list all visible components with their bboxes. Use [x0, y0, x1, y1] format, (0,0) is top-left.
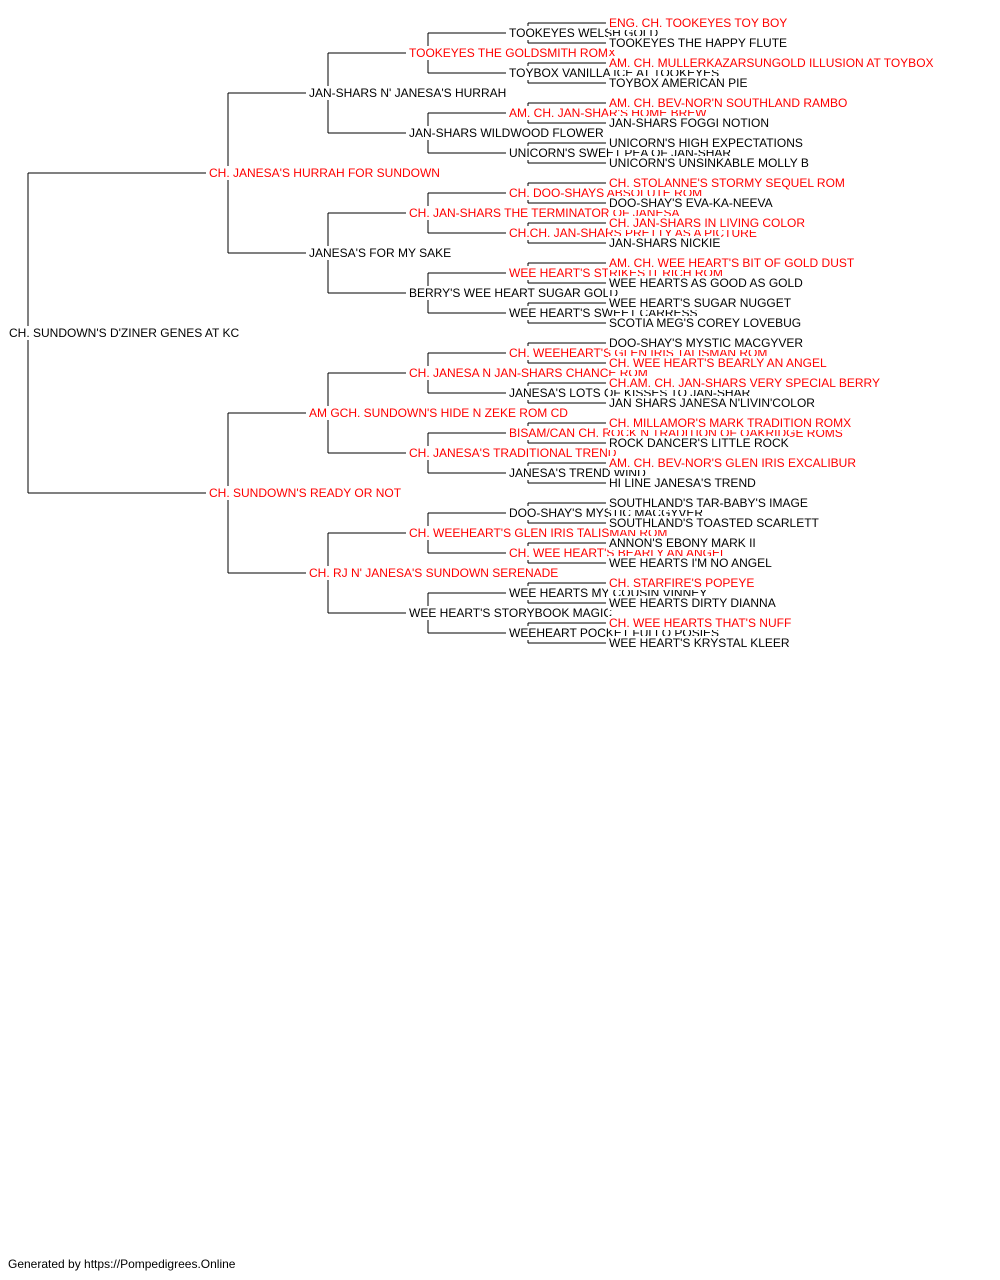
- pedigree-entry-dam-dam-sire-dam-dam: WEE HEARTS I'M NO ANGEL: [608, 556, 773, 570]
- pedigree-entry-sire-sire-sire-sire-sire: ENG. CH. TOOKEYES TOY BOY: [608, 16, 789, 30]
- pedigree-entry-sire-dam-dam: BERRY'S WEE HEART SUGAR GOLD: [408, 286, 620, 300]
- pedigree-entry-dam: CH. SUNDOWN'S READY OR NOT: [208, 486, 403, 500]
- pedigree-entry-sire-sire: JAN-SHARS N' JANESA'S HURRAH: [308, 86, 508, 100]
- pedigree-entry-dam-dam-sire: CH. WEEHEART'S GLEN IRIS TALISMAN ROM: [408, 526, 669, 540]
- pedigree-entry-dam-dam-dam-sire-sire: CH. STARFIRE'S POPEYE: [608, 576, 756, 590]
- pedigree-entry-dam-dam-dam-dam-dam: WEE HEART'S KRYSTAL KLEER: [608, 636, 791, 650]
- pedigree-entry-dam-dam-dam: WEE HEART'S STORYBOOK MAGIC: [408, 606, 613, 620]
- pedigree-entry-sire-dam-sire-sire-dam: DOO-SHAY'S EVA-KA-NEEVA: [608, 196, 774, 210]
- pedigree-entry-sire-sire-dam-sire-dam: JAN-SHARS FOGGI NOTION: [608, 116, 771, 130]
- pedigree-entry-dam-sire-dam: CH. JANESA'S TRADITIONAL TREND: [408, 446, 618, 460]
- pedigree-entry-dam-dam-sire-dam-sire: ANNON'S EBONY MARK II: [608, 536, 757, 550]
- pedigree-entry-sire-dam-dam-dam-sire: WEE HEART'S SUGAR NUGGET: [608, 296, 793, 310]
- pedigree-entry-dam-sire-sire-dam-dam: JAN SHARS JANESA N'LIVIN'COLOR: [608, 396, 816, 410]
- pedigree-entry-sire-dam-dam-sire-dam: WEE HEARTS AS GOOD AS GOLD: [608, 276, 804, 290]
- pedigree-entry-sire-sire-sire-dam-dam: TOYBOX AMERICAN PIE: [608, 76, 749, 90]
- pedigree-entry-dam-dam-sire-sire-dam: SOUTHLAND'S TOASTED SCARLETT: [608, 516, 820, 530]
- pedigree-entry-subject: CH. SUNDOWN'S D'ZINER GENES AT KC: [8, 326, 241, 340]
- pedigree-entry-dam-sire: AM GCH. SUNDOWN'S HIDE N ZEKE ROM CD: [308, 406, 569, 420]
- pedigree-entry-dam-sire-dam-sire-dam: ROCK DANCER'S LITTLE ROCK: [608, 436, 790, 450]
- pedigree-entry-sire-dam-sire-sire-sire: CH. STOLANNE'S STORMY SEQUEL ROM: [608, 176, 846, 190]
- pedigree-entry-dam-dam-dam-dam-sire: CH. WEE HEARTS THAT'S NUFF: [608, 616, 793, 630]
- pedigree-entry-sire-sire-sire-dam-sire: AM. CH. MULLERKAZARSUNGOLD ILLUSION AT T…: [608, 56, 935, 70]
- pedigree-entry-dam-dam-sire-sire-sire: SOUTHLAND'S TAR-BABY'S IMAGE: [608, 496, 809, 510]
- pedigree-entry-sire-dam-dam-dam-dam: SCOTIA MEG'S COREY LOVEBUG: [608, 316, 803, 330]
- pedigree-entry-dam-sire-sire-sire-dam: CH. WEE HEART'S BEARLY AN ANGEL: [608, 356, 828, 370]
- pedigree-entry-dam-sire-dam-dam-dam: HI LINE JANESA'S TREND: [608, 476, 757, 490]
- pedigree-entry-dam-sire-sire-dam-sire: CH.AM. CH. JAN-SHARS VERY SPECIAL BERRY: [608, 376, 881, 390]
- pedigree-entry-sire-dam-sire-dam-sire: CH. JAN-SHARS IN LIVING COLOR: [608, 216, 807, 230]
- pedigree-entry-sire: CH. JANESA'S HURRAH FOR SUNDOWN: [208, 166, 441, 180]
- pedigree-entry-sire-dam-dam-sire-sire: AM. CH. WEE HEART'S BIT OF GOLD DUST: [608, 256, 856, 270]
- pedigree-entry-dam-sire-dam-sire-sire: CH. MILLAMOR'S MARK TRADITION ROMX: [608, 416, 853, 430]
- pedigree-entry-dam-dam: CH. RJ N' JANESA'S SUNDOWN SERENADE: [308, 566, 560, 580]
- pedigree-entry-sire-dam: JANESA'S FOR MY SAKE: [308, 246, 453, 260]
- pedigree-entry-sire-sire-dam: JAN-SHARS WILDWOOD FLOWER: [408, 126, 605, 140]
- pedigree-entry-sire-sire-dam-dam-sire: UNICORN'S HIGH EXPECTATIONS: [608, 136, 804, 150]
- pedigree-entry-dam-sire-dam-dam-sire: AM. CH. BEV-NOR'S GLEN IRIS EXCALIBUR: [608, 456, 858, 470]
- generated-by-footer: Generated by https://Pompedigrees.Online: [8, 1257, 236, 1271]
- pedigree-entry-dam-dam-dam-sire-dam: WEE HEARTS DIRTY DIANNA: [608, 596, 777, 610]
- pedigree-entry-sire-sire-dam-dam-dam: UNICORN'S UNSINKABLE MOLLY B: [608, 156, 810, 170]
- pedigree-entry-sire-dam-sire-dam-dam: JAN-SHARS NICKIE: [608, 236, 722, 250]
- pedigree-entry-sire-sire-sire: TOOKEYES THE GOLDSMITH ROMX: [408, 46, 617, 60]
- pedigree-entry-sire-sire-dam-sire-sire: AM. CH. BEV-NOR'N SOUTHLAND RAMBO: [608, 96, 849, 110]
- pedigree-entry-sire-sire-sire-sire-dam: TOOKEYES THE HAPPY FLUTE: [608, 36, 789, 50]
- pedigree-entry-dam-sire-sire-sire-sire: DOO-SHAY'S MYSTIC MACGYVER: [608, 336, 805, 350]
- pedigree-entry-dam-sire-sire: CH. JANESA N JAN-SHARS CHANCE ROM: [408, 366, 649, 380]
